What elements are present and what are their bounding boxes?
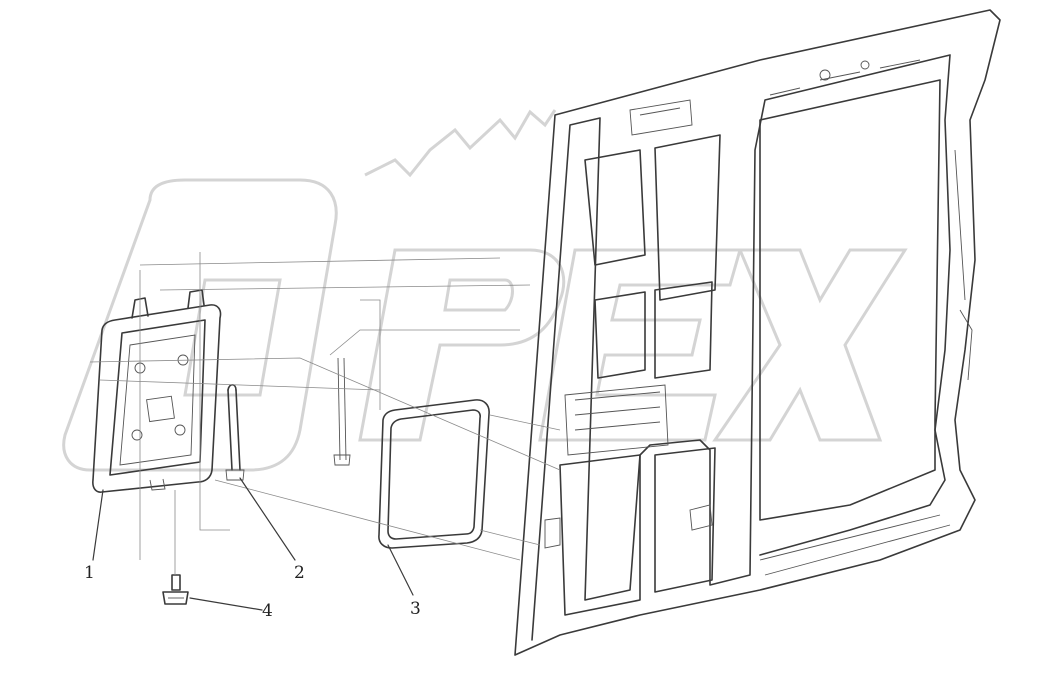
callout-1: 1	[84, 563, 95, 583]
callout-4: 4	[262, 601, 273, 621]
part-2-gas-strut	[225, 357, 351, 481]
assembly-guide-lines	[89, 252, 561, 575]
part-3-seal	[378, 399, 490, 549]
part-1-hatch-panel	[92, 289, 222, 493]
part-4-bolt	[162, 574, 189, 605]
watermark-logo	[62, 109, 908, 472]
callout-2: 2	[294, 563, 305, 583]
side-body-panel	[514, 9, 1001, 656]
callout-leaders	[92, 477, 414, 611]
callout-3: 3	[410, 599, 421, 619]
